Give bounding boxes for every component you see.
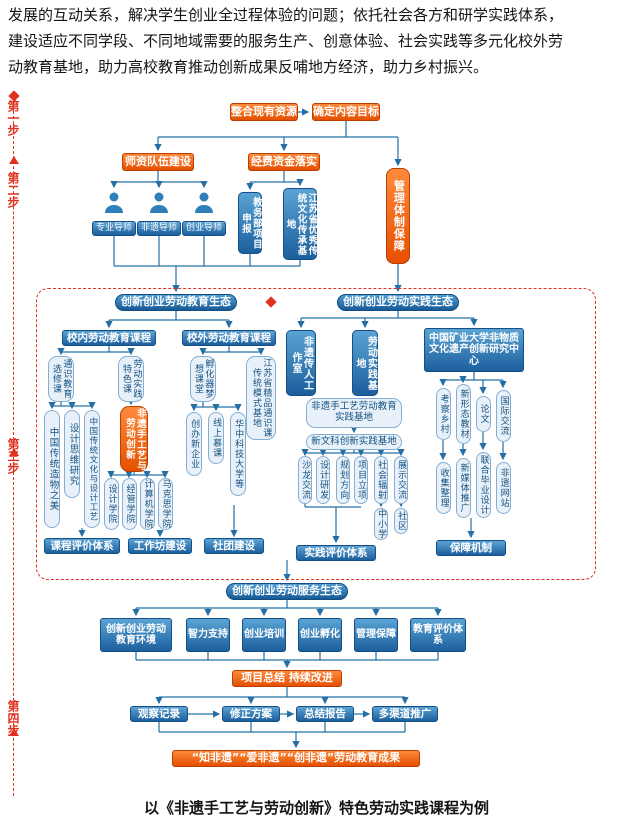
node-svc-education-evaluation: 教育评价体系 — [410, 618, 466, 652]
node-loop-observation: 观察记录 — [130, 706, 188, 722]
node-start-new-business: 创办新企业 — [186, 412, 202, 476]
node-svc-management-guarantee: 管理保障 — [354, 618, 398, 652]
node-integrate-resources: 整合现有资源 — [230, 103, 298, 121]
intro-paragraph: 发展的互动关系，解决学生创业全过程体验的问题；依托社会各方和研学实践体系， 建设… — [8, 2, 628, 80]
node-general-elective: 通识教育选修课 — [48, 356, 74, 402]
node-guarantee-mechanism: 保障机制 — [436, 540, 506, 556]
node-svc-startup-training: 创业培训 — [242, 618, 286, 652]
rail-arrow-up-icon — [9, 156, 19, 164]
node-svc-education-environment: 创新创业劳动教育环境 — [100, 618, 172, 652]
node-workshop-building: 工作坊建设 — [128, 538, 192, 554]
node-final-achievements: “知非遗”“爱非遗”“创非遗”劳动教育成果 — [172, 750, 420, 767]
node-activity-planning: 规划方向 — [336, 456, 350, 504]
node-labor-practice-base: 劳动实践基地 — [352, 330, 378, 396]
node-activity-community: 社区 — [394, 508, 408, 534]
node-output-joint-graduation-design: 联合毕业设计 — [476, 452, 491, 518]
node-course-design-thinking: 设计思维研究 — [64, 410, 80, 498]
node-svc-intellectual-support: 智力支持 — [186, 618, 230, 652]
node-professional-mentor: 专业导师 — [92, 221, 136, 236]
node-hust-etc: 华中科技大学等 — [230, 412, 246, 496]
node-off-campus-courses: 校外劳动教育课程 — [182, 330, 276, 346]
node-output-heritage-website: 非遗网站 — [496, 462, 511, 514]
node-svc-startup-incubation: 创业孵化 — [298, 618, 342, 652]
node-loop-revision: 修正方案 — [222, 706, 280, 722]
node-activity-schools: 中小学 — [374, 508, 388, 540]
node-course-culture-design-craft: 中国传统文化与设计工艺 — [84, 410, 100, 528]
node-jiangsu-course-base: 江苏省精品通识课传统模式基地 — [246, 356, 276, 440]
node-faculty-team: 师资队伍建设 — [122, 153, 194, 171]
intro-line-3: 动教育基地，助力高校教育推动创新成果反哺地方经济，助力乡村振兴。 — [8, 58, 489, 76]
node-labor-featured-course: 劳动实践特色课 — [118, 356, 144, 402]
node-activity-project-setup: 项目立项 — [354, 456, 368, 504]
intro-line-2: 建设适应不同学段、不同地域需要的服务生产、创意体验、社会实践等多元化校外劳 — [8, 32, 564, 50]
node-college-design: 设计学院 — [104, 478, 119, 530]
node-output-new-textbook: 新形态教材 — [456, 384, 471, 444]
step-3-label: 第三步 — [6, 438, 20, 474]
rail-arrow-up-icon — [9, 448, 19, 456]
node-output-collection: 收集整理 — [436, 462, 451, 514]
node-practice-evaluation: 实践评价体系 — [296, 545, 376, 561]
header-practice-ecology: 创新创业劳动实践生态 — [337, 294, 459, 311]
node-project-summary: 项目总结 持续改进 — [232, 670, 342, 687]
node-heritage-inheritor-studio: 非遗传人工作室 — [286, 330, 316, 396]
node-output-international-exchange: 国际交流 — [496, 390, 511, 442]
node-activity-social-radiation: 社会辐射 — [374, 456, 388, 504]
node-output-new-media: 新媒体推广 — [456, 458, 471, 518]
step-4-label: 第四步 — [6, 700, 20, 736]
node-club-building: 社团建设 — [204, 538, 264, 554]
node-loop-multichannel-promotion: 多渠道推广 — [372, 706, 438, 722]
node-output-papers: 论文 — [476, 396, 491, 432]
node-activity-exhibition: 展示交流 — [394, 456, 408, 504]
node-loop-summary-report: 总结报告 — [296, 706, 354, 722]
node-featured-course-heritage-labor: 非遗手工艺与劳动创新 — [120, 406, 148, 472]
node-college-economics: 经管学院 — [122, 478, 137, 530]
node-output-village-survey: 考察乡村 — [436, 388, 451, 440]
node-online-mooc: 线上慕课 — [208, 412, 224, 464]
node-startup-mentor: 创业导师 — [182, 221, 226, 236]
node-course-traditional-craft-beauty: 中国传统造物之美 — [44, 410, 60, 528]
mentor-person-icon — [105, 192, 123, 213]
figure-caption: 以《非遗手工艺与劳动创新》特色劳动实践课程为例 — [143, 799, 489, 817]
node-dean-office-project: 教务部项目申报 — [238, 192, 262, 254]
node-course-evaluation: 课程评价体系 — [44, 538, 120, 554]
step-1-label: 第一步 — [6, 100, 20, 136]
step3-dashed-frame — [36, 288, 596, 580]
node-incubator-dream-class: 孵化器梦想课堂 — [190, 356, 216, 402]
node-heritage-labor-base: 非遗手工艺劳动教育实践基地 — [306, 398, 402, 428]
node-on-campus-courses: 校内劳动教育课程 — [62, 330, 156, 346]
node-college-marxism: 马克思学院 — [158, 478, 173, 530]
node-jiangsu-heritage-base: 江苏省优秀传统文化传承基地 — [283, 188, 317, 260]
header-education-ecology: 创新创业劳动教育生态 — [115, 294, 237, 311]
node-college-computer: 计算机学院 — [140, 478, 155, 530]
node-funding: 经费资金落实 — [248, 153, 320, 171]
node-new-liberal-arts-base: 新文科创新实践基地 — [306, 434, 402, 450]
mentor-person-icon — [150, 192, 168, 213]
intro-line-1: 发展的互动关系，解决学生创业全过程体验的问题；依托社会各方和研学实践体系， — [8, 6, 564, 24]
node-define-goals: 确定内容目标 — [312, 103, 380, 121]
node-activity-design-rd: 设计研发 — [316, 456, 330, 504]
rail-arrow-up-icon — [9, 728, 19, 736]
node-activity-salon: 沙龙交流 — [298, 456, 312, 504]
mentor-person-icon — [195, 192, 213, 213]
node-heritage-mentor: 非遗导师 — [137, 221, 181, 236]
header-service-ecology: 创新创业劳动服务生态 — [226, 583, 348, 600]
step-rail-line — [13, 96, 14, 796]
step-2-label: 第二步 — [6, 172, 20, 208]
node-cumt-heritage-center: 中国矿业大学非物质文化遗产创新研究中心 — [424, 328, 524, 372]
node-management-guarantee: 管理体制保障 — [386, 168, 410, 264]
